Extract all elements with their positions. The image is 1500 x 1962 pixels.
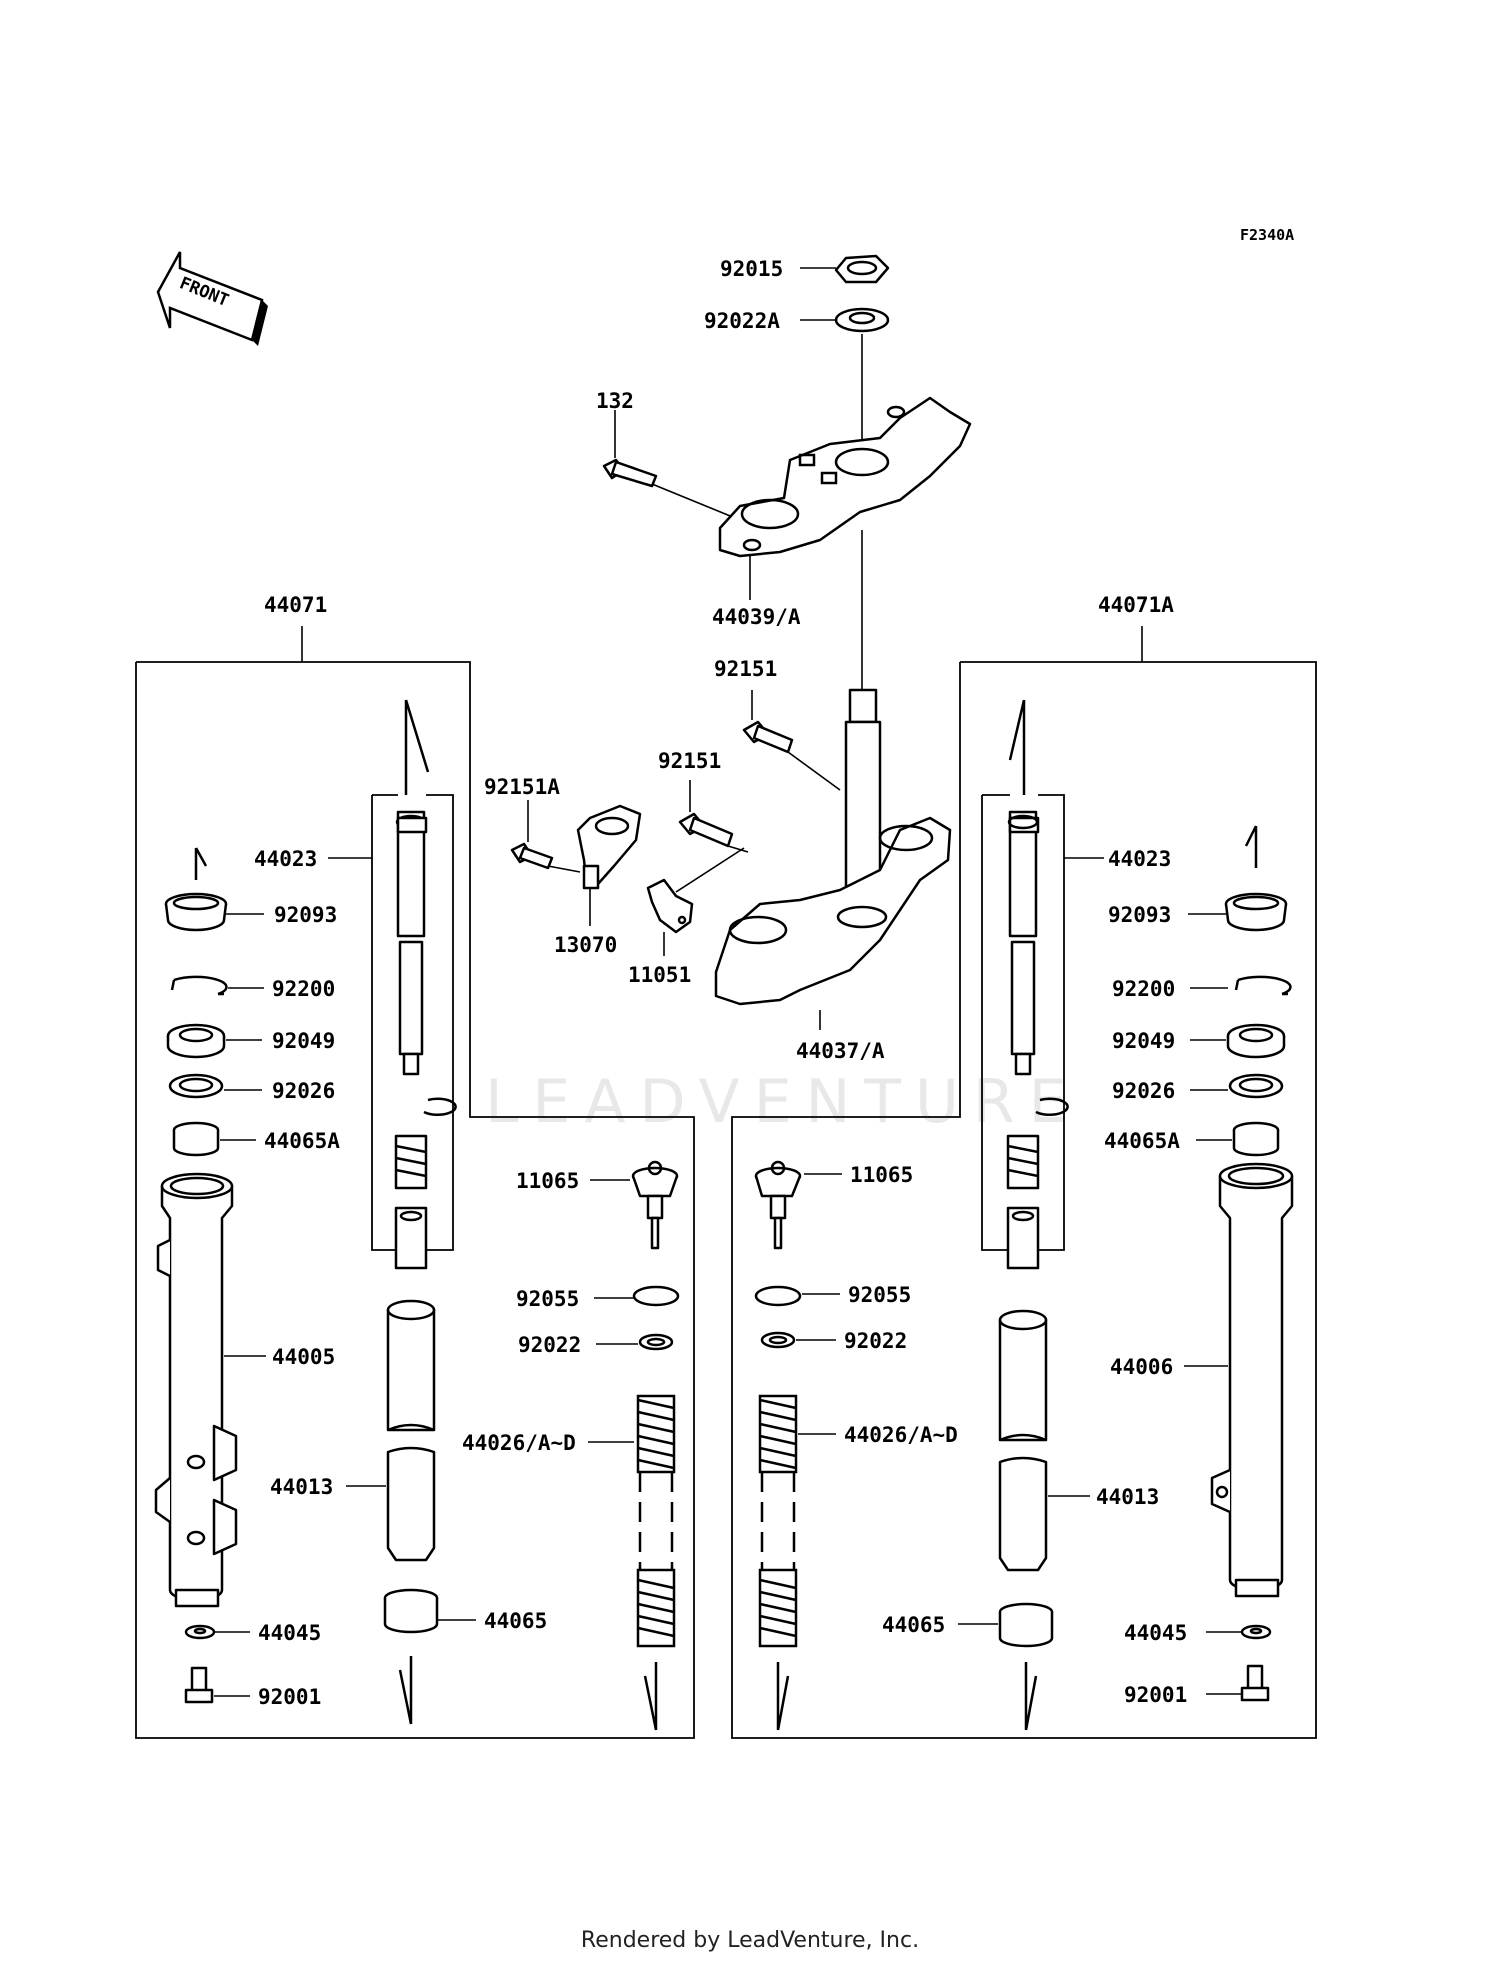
- inner-tube-44013-right-icon: [998, 1309, 1048, 1572]
- label-r-92026: 92026: [1112, 1079, 1175, 1103]
- circlip-right-icon: [1035, 1097, 1069, 1116]
- label-r-92022: 92022: [844, 1329, 907, 1353]
- label-92015: 92015: [720, 257, 783, 281]
- washer-92022-right-icon: [760, 1331, 796, 1349]
- damper-valve-11065-left-icon: [631, 1160, 679, 1250]
- label-92151-mid: 92151: [658, 749, 721, 773]
- label-l-92026: 92026: [272, 1079, 335, 1103]
- damper-valve-11065-right-icon: [754, 1160, 802, 1250]
- label-l-92022: 92022: [518, 1333, 581, 1357]
- label-11051: 11051: [628, 963, 691, 987]
- bolt-92151-top-icon: [742, 720, 794, 754]
- label-l-44005: 44005: [272, 1345, 335, 1369]
- washer-92022-left-icon: [638, 1333, 674, 1351]
- outer-tube-44005-icon: [154, 1172, 238, 1608]
- label-r-92001: 92001: [1124, 1683, 1187, 1707]
- oil-seal-92049-right-icon: [1226, 1023, 1286, 1059]
- label-r-44065a: 44065A: [1104, 1129, 1180, 1153]
- bolt-92001-right-icon: [1240, 1664, 1270, 1702]
- label-l-92200: 92200: [272, 977, 335, 1001]
- label-l-92055: 92055: [516, 1287, 579, 1311]
- nut-92015-icon: [834, 254, 890, 284]
- front-arrow-icon: FRONT: [156, 251, 268, 346]
- stopper-ring-92200-right-icon: [1234, 975, 1292, 996]
- label-44037: 44037/A: [796, 1039, 885, 1063]
- o-ring-92055-right-icon: [754, 1285, 802, 1307]
- spring-small-left-icon: [394, 1134, 428, 1190]
- label-92151a: 92151A: [484, 775, 560, 799]
- fork-spring-44026-right-icon: [758, 1394, 798, 1648]
- label-l-44013: 44013: [270, 1475, 333, 1499]
- label-l-44026: 44026/A~D: [462, 1431, 576, 1455]
- label-44071: 44071: [264, 593, 327, 617]
- stopper-ring-92200-left-icon: [170, 975, 228, 996]
- sleeve-left-icon: [394, 1206, 428, 1270]
- label-92151-top: 92151: [714, 657, 777, 681]
- bushing-44065-left-icon: [383, 1588, 439, 1634]
- label-r-92093: 92093: [1108, 903, 1171, 927]
- clamp-13070-icon: [576, 804, 642, 890]
- bracket-11051-icon: [646, 878, 694, 934]
- dust-seal-92093-left-icon: [164, 892, 228, 932]
- upper-bracket-44039-icon: [718, 396, 972, 558]
- bushing-44065a-left-icon: [172, 1121, 220, 1157]
- spring-small-right-icon: [1006, 1134, 1040, 1190]
- watermark: LEADVENTURE: [485, 1067, 1081, 1137]
- label-r-44026: 44026/A~D: [844, 1423, 958, 1447]
- label-44071a: 44071A: [1098, 593, 1174, 617]
- dust-seal-92093-right-icon: [1224, 892, 1288, 932]
- label-l-44065a: 44065A: [264, 1129, 340, 1153]
- washer-92026-left-icon: [168, 1073, 224, 1099]
- label-r-44006: 44006: [1110, 1355, 1173, 1379]
- bushing-44065-right-icon: [998, 1602, 1054, 1648]
- diagram-code: F2340A: [1240, 226, 1294, 244]
- label-r-11065: 11065: [850, 1163, 913, 1187]
- washer-92026-right-icon: [1228, 1073, 1284, 1099]
- sleeve-right-icon: [1006, 1206, 1040, 1270]
- footer-credit: Rendered by LeadVenture, Inc.: [580, 1928, 920, 1953]
- label-l-11065: 11065: [516, 1169, 579, 1193]
- washer-44045-left-icon: [184, 1624, 216, 1640]
- bolt-92151-mid-icon: [678, 812, 734, 848]
- bolt-132-icon: [602, 458, 658, 488]
- circlip-left-icon: [423, 1097, 457, 1116]
- inner-tube-44013-left-icon: [386, 1299, 436, 1562]
- outer-tube-44006-icon: [1210, 1162, 1294, 1598]
- label-r-44013: 44013: [1096, 1485, 1159, 1509]
- damper-rod-44023-left-icon: [395, 810, 428, 1076]
- label-r-44045: 44045: [1124, 1621, 1187, 1645]
- label-r-92049: 92049: [1112, 1029, 1175, 1053]
- label-13070: 13070: [554, 933, 617, 957]
- oil-seal-92049-left-icon: [166, 1023, 226, 1059]
- washer-44045-right-icon: [1240, 1624, 1272, 1640]
- o-ring-92055-left-icon: [632, 1285, 680, 1307]
- label-l-44023: 44023: [254, 847, 317, 871]
- bolt-92151a-icon: [510, 842, 554, 870]
- label-132: 132: [596, 389, 634, 413]
- label-r-92055: 92055: [848, 1283, 911, 1307]
- label-44039: 44039/A: [712, 605, 801, 629]
- bolt-92001-left-icon: [184, 1666, 214, 1704]
- right-fork-box: [731, 661, 1317, 1739]
- label-l-44045: 44045: [258, 1621, 321, 1645]
- label-l-92049: 92049: [272, 1029, 335, 1053]
- label-l-92093: 92093: [274, 903, 337, 927]
- damper-rod-44023-right-icon: [1007, 810, 1040, 1076]
- fork-spring-44026-left-icon: [636, 1394, 676, 1648]
- label-r-44023: 44023: [1108, 847, 1171, 871]
- washer-92022a-icon: [834, 307, 890, 333]
- label-l-92001: 92001: [258, 1685, 321, 1709]
- label-r-92200: 92200: [1112, 977, 1175, 1001]
- label-r-44065: 44065: [882, 1613, 945, 1637]
- left-fork-box: [135, 661, 695, 1739]
- label-92022a: 92022A: [704, 309, 780, 333]
- label-l-44065: 44065: [484, 1609, 547, 1633]
- bushing-44065a-right-icon: [1232, 1121, 1280, 1157]
- steering-stem-44037-icon: [714, 688, 952, 1006]
